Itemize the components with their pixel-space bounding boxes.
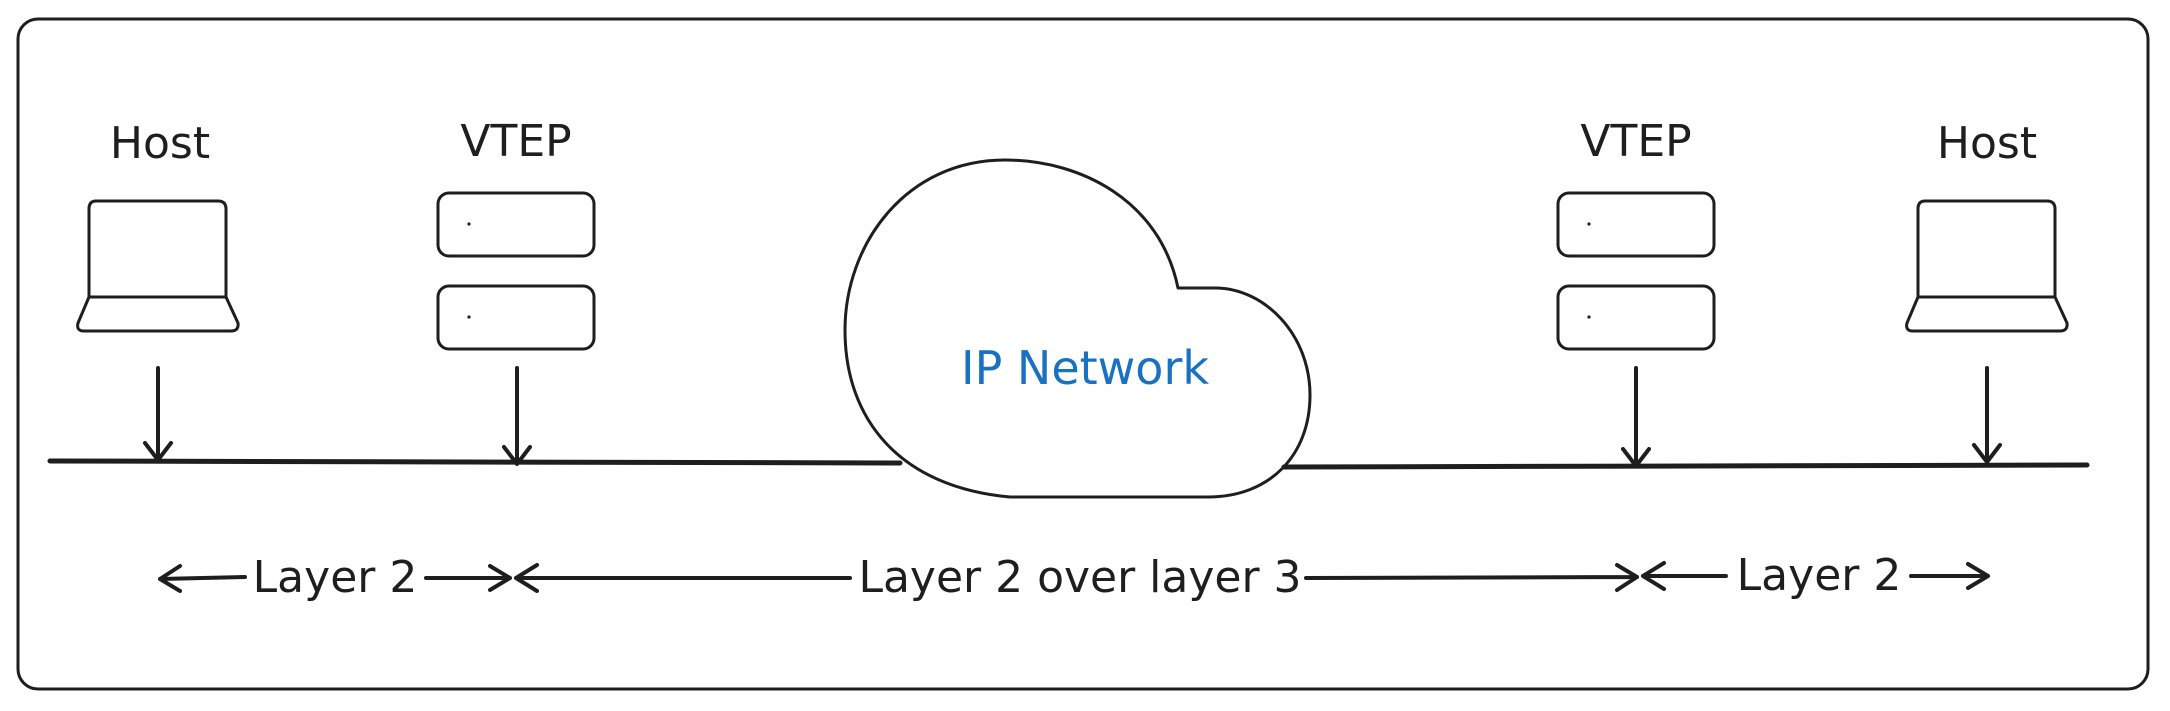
right-vtep: VTEP <box>1556 116 1716 468</box>
right-host-label: Host <box>1937 118 2037 169</box>
cloud-label: IP Network <box>961 341 1209 395</box>
span-left-arrow-start <box>158 564 247 593</box>
left-vtep-label: VTEP <box>460 116 571 167</box>
span-right-arrow-start <box>1641 561 1728 591</box>
left-vtep-server-stack-icon <box>436 191 596 351</box>
left-vtep: VTEP <box>436 116 596 466</box>
right-vtep-server-stack-icon <box>1556 191 1716 351</box>
span-middle-layer2-over-layer3: Layer 2 over layer 3 <box>514 552 1639 603</box>
left-host: Host <box>76 118 240 462</box>
span-middle-arrow-start <box>514 563 852 593</box>
left-vtep-arrow <box>502 366 532 466</box>
left-host-label: Host <box>110 118 210 169</box>
diagram-frame <box>16 17 2150 691</box>
span-right-arrow-end <box>1909 562 1990 590</box>
left-host-laptop-icon <box>76 199 240 333</box>
span-right-label: Layer 2 <box>1737 550 1902 601</box>
left-l2-segment <box>47 458 903 466</box>
span-left-arrow-end <box>424 564 512 592</box>
cloud-icon <box>843 158 1312 499</box>
span-middle-arrow-end <box>1304 563 1639 592</box>
span-left-layer2: Layer 2 <box>158 552 512 603</box>
left-host-arrow <box>143 366 173 462</box>
right-vtep-label: VTEP <box>1580 116 1691 167</box>
ip-network-cloud: IP Network <box>843 158 1312 499</box>
right-host: Host <box>1905 118 2069 464</box>
right-vtep-arrow <box>1621 366 1651 468</box>
right-host-arrow <box>1972 366 2002 464</box>
span-middle-label: Layer 2 over layer 3 <box>858 552 1301 603</box>
right-host-laptop-icon <box>1905 199 2069 333</box>
span-right-layer2: Layer 2 <box>1641 550 1990 601</box>
span-left-label: Layer 2 <box>253 552 418 603</box>
right-l2-segment <box>1281 462 2090 470</box>
